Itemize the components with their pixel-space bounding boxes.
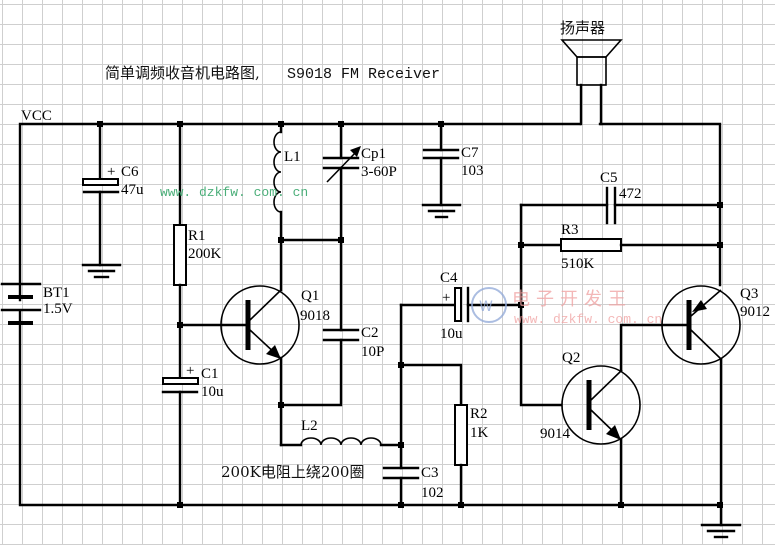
c7-value: 103	[461, 163, 484, 179]
r3-value: 510K	[561, 256, 595, 272]
c3-ref: C3	[421, 465, 439, 481]
capacitor-c6: + C6 47u	[82, 122, 144, 267]
watermark-logo: W 电子开发王 www. dzkfw. com. cn	[471, 287, 662, 327]
ground-symbol-c6	[81, 263, 122, 279]
l1-ref: L1	[284, 149, 301, 165]
transistor-q2: Q2 9014	[540, 350, 641, 445]
c2-value: 10P	[361, 344, 384, 360]
c1-plus-sign: +	[186, 363, 194, 379]
capacitor-c4: + C4 10u	[399, 270, 523, 342]
r1-value: 200K	[188, 246, 222, 262]
vcc-label: VCC	[21, 108, 52, 124]
c4-ref: C4	[440, 270, 458, 286]
bt1-ref: BT1	[43, 285, 70, 301]
diagram-title-en: S9018 FM Receiver	[287, 66, 440, 83]
variable-capacitor-cp1: Cp1 3-60P	[322, 122, 397, 332]
r2-value: 1K	[470, 425, 489, 441]
transistor-q1: Q1 9018	[220, 285, 330, 365]
resistor-r3: R3 510K	[519, 222, 722, 272]
c6-plus-sign: +	[107, 164, 115, 180]
logo-w-icon: W	[479, 299, 493, 315]
capacitor-c3: C3 102	[382, 303, 444, 507]
cp1-value: 3-60P	[361, 164, 397, 180]
capacitor-c2: C2 10P	[322, 325, 384, 360]
speaker: 扬声器	[560, 19, 623, 126]
q1-emitter-wire	[279, 338, 343, 407]
junction-dots	[97, 121, 723, 508]
c2-ref: C2	[361, 325, 379, 341]
l2-ref: L2	[301, 418, 318, 434]
watermark-logo-text: 电子开发王	[512, 289, 632, 310]
ground-rail	[18, 310, 722, 507]
q2-value: 9014	[540, 426, 571, 442]
c5-value: 472	[619, 186, 642, 202]
inductor-l2: L2 200K电阻上绕200圈	[221, 403, 403, 481]
capacitor-c7: C7 103	[422, 122, 484, 207]
watermark-url-red: www. dzkfw. com. cn	[514, 312, 662, 327]
c4-plus-sign: +	[442, 290, 450, 306]
c3-value: 102	[421, 485, 444, 501]
q2-base-wire	[519, 203, 563, 407]
transistor-q3: Q3 9012	[661, 285, 770, 365]
c5-ref: C5	[600, 170, 618, 186]
vcc-rail	[18, 122, 722, 302]
resistor-r2: R2 1K	[399, 363, 489, 507]
q3-value: 9012	[740, 304, 770, 320]
r2-ref: R2	[470, 406, 488, 422]
battery-bt1: BT1 1.5V	[0, 282, 73, 325]
c6-value: 47u	[121, 182, 144, 198]
c7-ref: C7	[461, 145, 479, 161]
speaker-label: 扬声器	[560, 19, 605, 37]
q1-ref: Q1	[301, 288, 319, 304]
l2-note: 200K电阻上绕200圈	[221, 463, 364, 481]
q3-ref: Q3	[740, 286, 758, 302]
cp1-ref: Cp1	[361, 146, 386, 162]
q2-collector-wire	[619, 323, 690, 372]
watermark-url-green: www. dzkfw. com. cn	[160, 185, 308, 200]
c1-ref: C1	[201, 366, 219, 382]
c1-value: 10u	[201, 384, 224, 400]
c6-ref: C6	[121, 164, 139, 180]
q2-ref: Q2	[562, 350, 580, 366]
inductor-l1: L1	[273, 122, 301, 242]
ground-symbol-c7	[421, 203, 462, 219]
c4-value: 10u	[440, 326, 463, 342]
capacitor-c5: C5 472	[519, 170, 722, 225]
r1-ref: R1	[188, 228, 206, 244]
capacitor-c1: + C1 10u	[161, 363, 224, 507]
r3-ref: R3	[561, 222, 579, 238]
q1-value: 9018	[300, 308, 330, 324]
diagram-title-cn: 简单调频收音机电路图,	[105, 64, 260, 82]
bt1-value: 1.5V	[43, 301, 73, 317]
ground-symbol-main	[700, 523, 742, 539]
resistor-r1: R1 200K	[173, 122, 222, 380]
